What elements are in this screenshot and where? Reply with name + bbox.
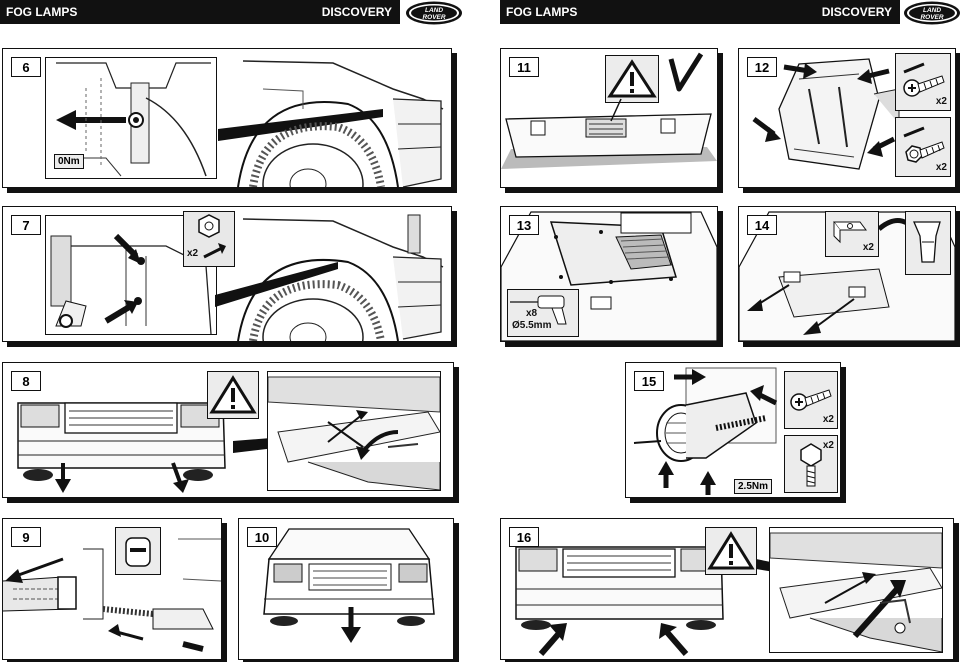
qty-label: x2 xyxy=(862,242,874,253)
header-bar-right: FOG LAMPS DISCOVERY xyxy=(500,0,900,24)
step-14-panel: 14 x2 xyxy=(738,206,956,342)
step-number: 10 xyxy=(247,527,277,547)
step-number: 9 xyxy=(11,527,41,547)
warning-triangle-icon xyxy=(209,375,257,414)
model-title: DISCOVERY xyxy=(321,5,392,19)
clip-icon xyxy=(833,221,867,244)
bracket-removal-drawing xyxy=(752,58,900,170)
drill-inset: x8 Ø5.5mm xyxy=(507,289,579,337)
qty-label: x2 xyxy=(822,414,834,425)
step-7-panel: 7 x2 xyxy=(2,206,452,342)
step-15-panel: 15 2.5Nm x2 x2 xyxy=(625,362,841,498)
warning-inset xyxy=(605,55,659,103)
step-8-panel: 8 xyxy=(2,362,454,498)
clip-inset: x2 xyxy=(825,211,879,257)
torque-label: 2.5Nm xyxy=(734,479,773,494)
drill-icon xyxy=(510,295,567,325)
warning-inset xyxy=(207,371,259,419)
step-number: 11 xyxy=(509,57,539,77)
screw-icon xyxy=(790,389,832,411)
bolt-inset: x2 xyxy=(784,435,838,493)
step-number: 14 xyxy=(747,215,777,235)
section-title: FOG LAMPS xyxy=(6,5,78,19)
connector-disconnect-drawing xyxy=(3,538,221,652)
bumper-on-mat-drawing xyxy=(501,52,717,169)
detail-inset xyxy=(769,527,943,653)
step-10-panel: 10 xyxy=(238,518,454,660)
fastener-inset: x2 xyxy=(183,211,235,267)
vehicle-wheel-arch-drawing xyxy=(218,60,444,187)
step-number: 16 xyxy=(509,527,539,547)
step-12-panel: 12 x2 x2 xyxy=(738,48,956,188)
check-mark-icon xyxy=(668,52,704,92)
step-number: 12 xyxy=(747,57,777,77)
header-bar-left: FOG LAMPS DISCOVERY xyxy=(0,0,400,24)
flange-bolt-icon xyxy=(903,126,945,163)
clip-side-inset xyxy=(905,211,951,275)
front-bumper-drawing xyxy=(17,402,333,493)
step-number: 15 xyxy=(634,371,664,391)
drill-size-label: Ø5.5mm xyxy=(512,320,552,331)
step-6-panel: 6 0Nm xyxy=(2,48,452,188)
warning-triangle-icon xyxy=(707,531,755,570)
warning-inset xyxy=(705,527,757,575)
fog-lamp-fit-drawing xyxy=(633,367,778,495)
qty-label: x2 xyxy=(822,440,834,451)
step-number: 8 xyxy=(11,371,41,391)
connector-inset xyxy=(115,527,161,575)
qty-label: x2 xyxy=(935,96,947,107)
step-16-panel: 16 xyxy=(500,518,954,660)
warning-triangle-icon xyxy=(607,59,657,98)
section-title: FOG LAMPS xyxy=(506,5,578,19)
bolt-inset: x2 xyxy=(895,117,951,177)
vehicle-wheel-arch-drawing xyxy=(215,214,444,341)
model-title: DISCOVERY xyxy=(821,5,892,19)
logo-line1: LAND xyxy=(923,7,941,14)
qty-label: x2 xyxy=(187,248,199,259)
detail-inset xyxy=(267,371,441,491)
step-11-panel: 11 xyxy=(500,48,718,188)
logo-line1: LAND xyxy=(425,7,443,14)
step-13-panel: 13 x8 Ø5.5mm xyxy=(500,206,718,342)
qty-label: x8 xyxy=(526,308,538,319)
logo-line2: ROVER xyxy=(422,14,445,21)
qty-label: x2 xyxy=(935,162,947,173)
screw-icon xyxy=(903,62,945,97)
flange-bolt-icon xyxy=(800,443,822,487)
torque-label: 0Nm xyxy=(54,154,84,169)
step-number: 13 xyxy=(509,215,539,235)
step-number: 7 xyxy=(11,215,41,235)
step-9-panel: 9 xyxy=(2,518,222,660)
detail-inset: 0Nm xyxy=(45,57,217,179)
step-number: 6 xyxy=(11,57,41,77)
logo-line2: ROVER xyxy=(920,14,943,21)
screw-inset: x2 xyxy=(784,371,838,429)
land-rover-logo: LAND ROVER xyxy=(404,0,464,26)
screw-inset: x2 xyxy=(895,53,951,111)
vehicle-front-drawing xyxy=(263,528,435,643)
land-rover-logo: LAND ROVER xyxy=(902,0,960,26)
